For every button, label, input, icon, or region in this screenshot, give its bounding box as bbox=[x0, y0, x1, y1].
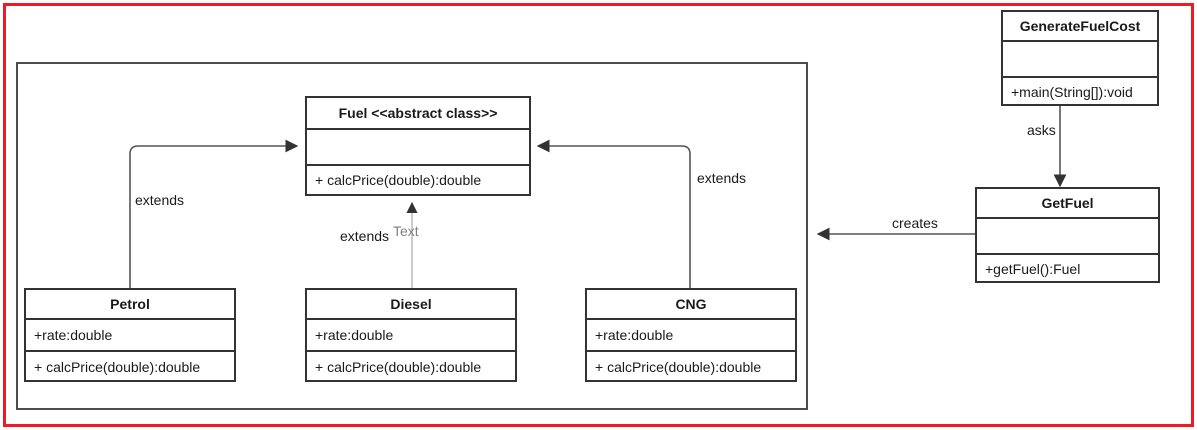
class-box-petrol[interactable]: Petrol +rate:double + calcPrice(double):… bbox=[24, 288, 236, 382]
class-box-diesel[interactable]: Diesel +rate:double + calcPrice(double):… bbox=[305, 288, 517, 382]
class-methods-get-fuel: +getFuel():Fuel bbox=[985, 261, 1081, 277]
class-attributes-diesel: +rate:double bbox=[307, 320, 515, 352]
class-box-generate-fuel-cost[interactable]: GenerateFuelCost +main(String[]):void bbox=[1001, 10, 1159, 106]
class-box-fuel[interactable]: Fuel <<abstract class>> + calcPrice(doub… bbox=[305, 96, 531, 196]
class-methods-generate-fuel-cost: +main(String[]):void bbox=[1011, 84, 1133, 100]
class-attributes-petrol: +rate:double bbox=[26, 320, 234, 352]
edge-label-diesel-extends: extends bbox=[340, 228, 390, 244]
class-methods-petrol: + calcPrice(double):double bbox=[34, 359, 201, 375]
class-attributes-generate-fuel-cost bbox=[1003, 42, 1157, 78]
class-attributes-fuel bbox=[307, 130, 529, 166]
class-methods-diesel: + calcPrice(double):double bbox=[315, 359, 482, 375]
class-attributes-get-fuel bbox=[977, 219, 1158, 255]
edge-label-generate-asks: asks bbox=[1027, 122, 1056, 138]
class-methods-cng: + calcPrice(double):double bbox=[595, 359, 762, 375]
class-title-diesel: Diesel bbox=[307, 290, 515, 320]
fuel-package-container bbox=[16, 62, 808, 410]
class-title-generate-fuel-cost: GenerateFuelCost bbox=[1003, 12, 1157, 42]
class-methods-fuel: + calcPrice(double):double bbox=[315, 172, 482, 188]
class-title-petrol: Petrol bbox=[26, 290, 234, 320]
class-box-cng[interactable]: CNG +rate:double + calcPrice(double):dou… bbox=[585, 288, 797, 382]
edge-label-diesel-extends-ghost: Text bbox=[393, 223, 419, 239]
class-title-get-fuel: GetFuel bbox=[977, 189, 1158, 219]
class-title-fuel: Fuel <<abstract class>> bbox=[307, 98, 529, 130]
class-attributes-cng: +rate:double bbox=[587, 320, 795, 352]
class-title-cng: CNG bbox=[587, 290, 795, 320]
edge-label-getfuel-creates: creates bbox=[892, 215, 938, 231]
edge-label-petrol-extends: extends bbox=[135, 192, 185, 208]
class-box-get-fuel[interactable]: GetFuel +getFuel():Fuel bbox=[975, 187, 1160, 283]
edge-label-cng-extends: extends bbox=[697, 170, 747, 186]
